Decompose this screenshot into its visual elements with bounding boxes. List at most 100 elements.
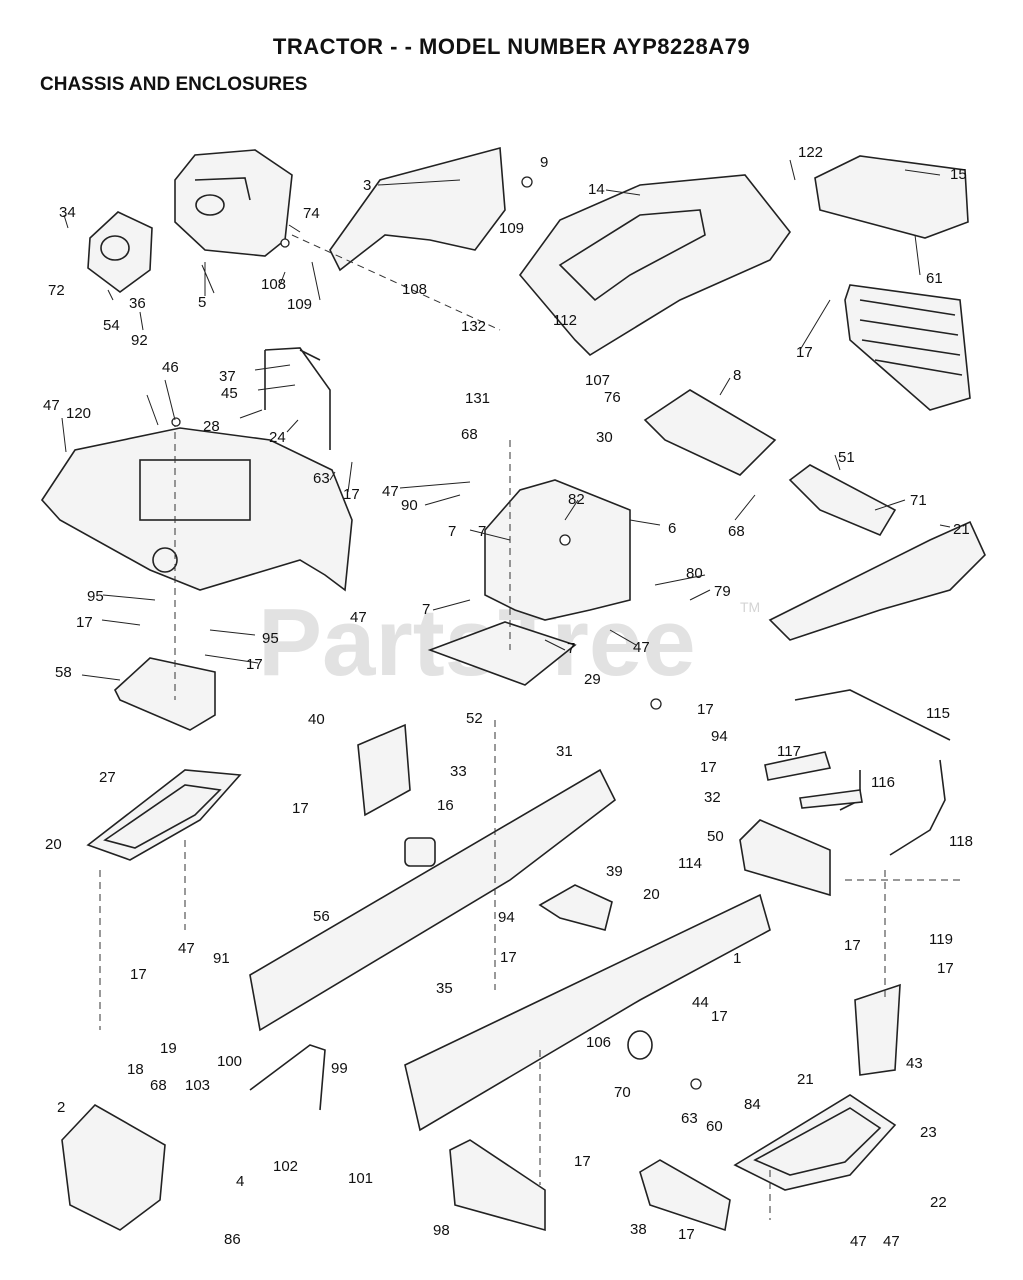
- callout: 47: [382, 483, 399, 500]
- part-axle-support: [854, 983, 901, 1076]
- part-lever: [249, 1044, 326, 1111]
- callout: 9: [540, 154, 548, 171]
- callout: 100: [217, 1053, 242, 1070]
- part-right-frame-rail: [404, 893, 771, 1132]
- part-grommet: [404, 837, 436, 867]
- callout: 54: [103, 317, 120, 334]
- part-mount-bracket: [114, 657, 216, 731]
- callout: 120: [66, 405, 91, 422]
- page-title: TRACTOR - - MODEL NUMBER AYP8228A79: [272, 34, 751, 59]
- callout: 95: [87, 588, 104, 605]
- callout: 17: [130, 966, 147, 983]
- callout: 112: [553, 312, 577, 329]
- callout: 82: [568, 491, 585, 508]
- callout: 109: [287, 296, 312, 313]
- callout: 43: [906, 1055, 923, 1072]
- callout: 40: [308, 711, 325, 728]
- part-steering-bracket: [538, 884, 613, 931]
- callout-labels: 1 2 3 4 5 6 7 7 7 7 8 9 14 15 16 17 17 1…: [43, 144, 973, 1250]
- callout: 17: [343, 486, 360, 503]
- callout: 22: [930, 1194, 947, 1211]
- callout: 17: [711, 1008, 728, 1025]
- callout: 102: [273, 1158, 298, 1175]
- callout: 52: [466, 710, 483, 727]
- callout: 19: [160, 1040, 177, 1057]
- callout: 56: [313, 908, 330, 925]
- part-rear-shield: [449, 1139, 546, 1232]
- callout: 7: [567, 640, 575, 657]
- callout: 47: [43, 397, 60, 414]
- part-rear-plate: [61, 1103, 166, 1231]
- callout: 132: [461, 318, 486, 335]
- callout: 108: [261, 276, 286, 293]
- callout: 2: [57, 1099, 65, 1116]
- callout: 16: [437, 797, 454, 814]
- callout: 119: [929, 931, 953, 948]
- callout: 27: [99, 769, 116, 786]
- callout: 21: [953, 521, 970, 538]
- callout: 17: [292, 800, 309, 817]
- callout: 34: [59, 204, 76, 221]
- callout: 29: [584, 671, 601, 688]
- callout: 20: [643, 886, 660, 903]
- callout: 106: [586, 1034, 611, 1051]
- part-fender: [40, 427, 353, 592]
- callout: 86: [224, 1231, 241, 1248]
- callout: 17: [246, 656, 263, 673]
- callout: 17: [500, 949, 517, 966]
- callout: 51: [838, 449, 855, 466]
- callout: 45: [221, 385, 238, 402]
- callout: 72: [48, 282, 65, 299]
- callout: 70: [614, 1084, 631, 1101]
- callout: 17: [937, 960, 954, 977]
- callout: 6: [668, 520, 676, 537]
- callout: 92: [131, 332, 148, 349]
- callout: 39: [606, 863, 623, 880]
- callout: 7: [478, 523, 486, 540]
- callout: 31: [556, 743, 573, 760]
- callout: 47: [178, 940, 195, 957]
- callout: 47: [350, 609, 367, 626]
- callout: 24: [269, 429, 286, 446]
- callout: 38: [630, 1221, 647, 1238]
- part-floor-plate: [427, 621, 577, 686]
- callout: 33: [450, 763, 467, 780]
- watermark-tm: TM: [740, 599, 760, 615]
- callout: 20: [45, 836, 62, 853]
- callout: 17: [844, 937, 861, 954]
- callout: 74: [303, 205, 320, 222]
- callout: 32: [704, 789, 721, 806]
- callout: 76: [604, 389, 621, 406]
- callout: 101: [348, 1170, 373, 1187]
- callout: 117: [777, 743, 801, 760]
- part-front-axle-bracket: [739, 819, 831, 897]
- part-seat-bracket: [264, 347, 331, 450]
- callout: 108: [402, 281, 427, 298]
- callout: 44: [692, 994, 709, 1011]
- callout: 68: [461, 426, 478, 443]
- callout: 79: [714, 583, 731, 600]
- callout: 90: [401, 497, 418, 514]
- part-heat-shield: [87, 211, 153, 293]
- callout: 47: [883, 1233, 900, 1250]
- callout: 80: [686, 565, 703, 582]
- callout: 94: [711, 728, 728, 745]
- callout: 84: [744, 1096, 761, 1113]
- callout: 47: [850, 1233, 867, 1250]
- callout: 8: [733, 367, 741, 384]
- part-hood: [518, 174, 792, 357]
- callout: 21: [797, 1071, 814, 1088]
- callout: 46: [162, 359, 179, 376]
- part-battery-tray: [643, 389, 777, 476]
- callout: 7: [448, 523, 456, 540]
- callout: 58: [55, 664, 72, 681]
- callout: 47: [633, 639, 650, 656]
- callout: 35: [436, 980, 453, 997]
- callout: 17: [678, 1226, 695, 1243]
- part-side-panel: [329, 146, 506, 272]
- part-firewall: [484, 479, 631, 621]
- callout: 63: [313, 470, 330, 487]
- callout: 122: [798, 144, 823, 161]
- callout: 50: [707, 828, 724, 845]
